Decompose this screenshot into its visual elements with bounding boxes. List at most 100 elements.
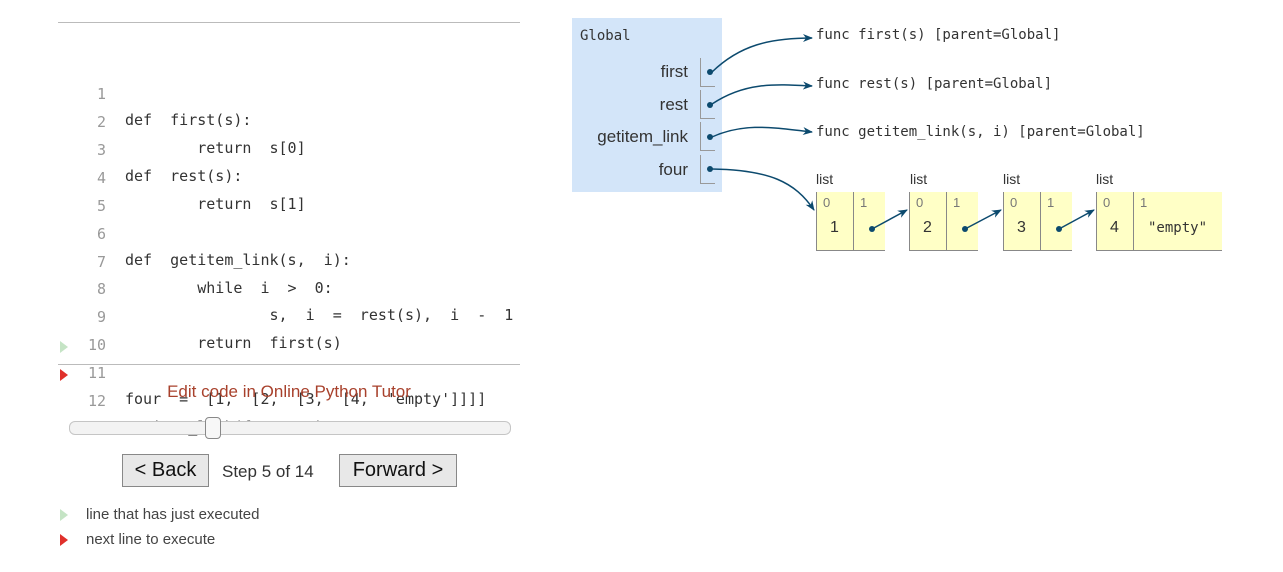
line-code: return s[0] bbox=[125, 139, 306, 157]
cell-value: 4 bbox=[1110, 219, 1119, 236]
line-number: 7 bbox=[96, 253, 106, 271]
list-cell-0: 0 3 bbox=[1003, 192, 1040, 250]
list-cell-0: 0 4 bbox=[1096, 192, 1133, 250]
cell-value: 2 bbox=[923, 219, 932, 236]
global-frame: Global first rest getitem_link four bbox=[572, 18, 722, 192]
list-object-4: 0 4 1 "empty" bbox=[1096, 192, 1222, 251]
line-number: 11 bbox=[87, 364, 106, 382]
pointer-dot bbox=[707, 102, 713, 108]
line-code: while i > 0: bbox=[125, 279, 333, 297]
line-code: def getitem_link(s, i): bbox=[125, 251, 351, 269]
line-number: 6 bbox=[96, 225, 106, 243]
var-name-first: first bbox=[660, 62, 688, 81]
cell-index: 0 bbox=[1103, 195, 1111, 210]
pointer-dot bbox=[707, 166, 713, 172]
line-code: return first(s) bbox=[125, 334, 342, 352]
cell-index: 1 bbox=[1140, 195, 1148, 210]
list-title: list bbox=[1096, 171, 1114, 187]
cell-value-string: "empty" bbox=[1148, 220, 1208, 236]
var-name-rest: rest bbox=[659, 95, 688, 114]
step-counter: Step 5 of 14 bbox=[222, 462, 314, 481]
pointer-arrow-getitem-link bbox=[711, 126, 813, 138]
code-line-9: 9 return first(s) bbox=[58, 252, 520, 352]
pointer-dot bbox=[962, 226, 968, 232]
list-object-1: 0 1 1 bbox=[816, 192, 885, 251]
cell-index: 1 bbox=[1047, 195, 1055, 210]
code-line-10: 10 bbox=[58, 280, 520, 354]
code-line-6: 6 def getitem_link(s, i): bbox=[58, 169, 520, 269]
line-arrow-slot bbox=[58, 362, 72, 388]
list-title: list bbox=[1003, 171, 1021, 187]
line-code: def rest(s): bbox=[125, 167, 243, 185]
step-slider[interactable] bbox=[69, 417, 511, 439]
line-code: return s[1] bbox=[125, 195, 306, 213]
line-code: four = [1, [2, [3, [4, 'empty']]]] bbox=[125, 390, 487, 408]
func-object-rest: func rest(s) [parent=Global] bbox=[816, 76, 1053, 92]
pointer-arrow-four bbox=[711, 168, 815, 211]
legend-prev-text: line that has just executed bbox=[86, 506, 260, 523]
line-number: 4 bbox=[96, 169, 106, 187]
next-line-arrow-icon bbox=[60, 369, 68, 381]
line-code: s, i = rest(s), i - 1 bbox=[125, 306, 514, 324]
next-line-arrow-icon bbox=[60, 534, 68, 546]
code-line-12: 12 getitem_link(four, 1) bbox=[58, 336, 520, 436]
prev-line-arrow-icon bbox=[60, 341, 68, 353]
list-cell-1: 1 bbox=[1040, 192, 1073, 250]
cell-value: 1 bbox=[830, 219, 839, 236]
func-object-first: func first(s) [parent=Global] bbox=[816, 27, 1061, 43]
line-number: 10 bbox=[87, 336, 106, 354]
list-cell-1: 1 bbox=[853, 192, 886, 250]
cell-value: 3 bbox=[1017, 219, 1026, 236]
code-line-7: 7 while i > 0: bbox=[58, 197, 520, 297]
pointer-dot bbox=[1056, 226, 1062, 232]
list-title: list bbox=[816, 171, 834, 187]
list-object-3: 0 3 1 bbox=[1003, 192, 1072, 251]
var-name-four: four bbox=[658, 160, 688, 179]
var-slot-four bbox=[700, 155, 715, 184]
slider-handle[interactable] bbox=[205, 417, 222, 439]
pointer-dot bbox=[707, 134, 713, 140]
line-number: 12 bbox=[87, 392, 106, 410]
list-cell-1: 1 bbox=[946, 192, 979, 250]
code-line-4: 4 return s[1] bbox=[58, 113, 520, 213]
code-line-11: 11 four = [1, [2, [3, [4, 'empty']]]] bbox=[58, 308, 520, 408]
code-line-8: 8 s, i = rest(s), i - 1 bbox=[58, 224, 520, 324]
line-code: def first(s): bbox=[125, 111, 252, 129]
code-line-1: 1 def first(s): bbox=[58, 29, 520, 129]
cell-index: 1 bbox=[953, 195, 961, 210]
pointer-dot bbox=[869, 226, 875, 232]
list-cell-0: 0 1 bbox=[816, 192, 853, 250]
cell-index: 0 bbox=[916, 195, 924, 210]
legend-next-text: next line to execute bbox=[86, 531, 216, 548]
prev-line-arrow-icon bbox=[60, 509, 68, 521]
var-slot-first bbox=[700, 58, 715, 87]
frame-title: Global bbox=[580, 28, 631, 44]
line-number: 5 bbox=[96, 197, 106, 215]
line-arrow-slot bbox=[58, 334, 72, 360]
var-slot-rest bbox=[700, 90, 715, 119]
var-slot-getitem-link bbox=[700, 122, 715, 151]
func-object-getitem-link: func getitem_link(s, i) [parent=Global] bbox=[816, 124, 1145, 140]
line-number: 8 bbox=[96, 280, 106, 298]
pointer-arrow-rest bbox=[711, 81, 813, 105]
edit-code-link[interactable]: Edit code in Online Python Tutor bbox=[167, 382, 411, 401]
list-title: list bbox=[910, 171, 928, 187]
pointer-dot bbox=[707, 69, 713, 75]
code-line-3: 3 def rest(s): bbox=[58, 85, 520, 185]
line-number: 9 bbox=[96, 308, 106, 326]
cell-index: 1 bbox=[860, 195, 868, 210]
cell-index: 0 bbox=[823, 195, 831, 210]
code-line-5: 5 bbox=[58, 141, 520, 215]
list-cell-1: 1 "empty" bbox=[1133, 192, 1223, 250]
cell-index: 0 bbox=[1010, 195, 1018, 210]
list-object-2: 0 2 1 bbox=[909, 192, 978, 251]
forward-button[interactable]: Forward > bbox=[339, 454, 457, 487]
code-line-2: 2 return s[0] bbox=[58, 57, 520, 157]
var-name-getitem-link: getitem_link bbox=[597, 127, 688, 146]
pointer-arrow-first bbox=[711, 34, 813, 73]
back-button[interactable]: < Back bbox=[122, 454, 209, 487]
code-panel: 1 def first(s): 2 return s[0] 3 def rest… bbox=[58, 22, 520, 436]
line-number: 1 bbox=[96, 85, 106, 103]
list-cell-0: 0 2 bbox=[909, 192, 946, 250]
line-number: 2 bbox=[96, 113, 106, 131]
